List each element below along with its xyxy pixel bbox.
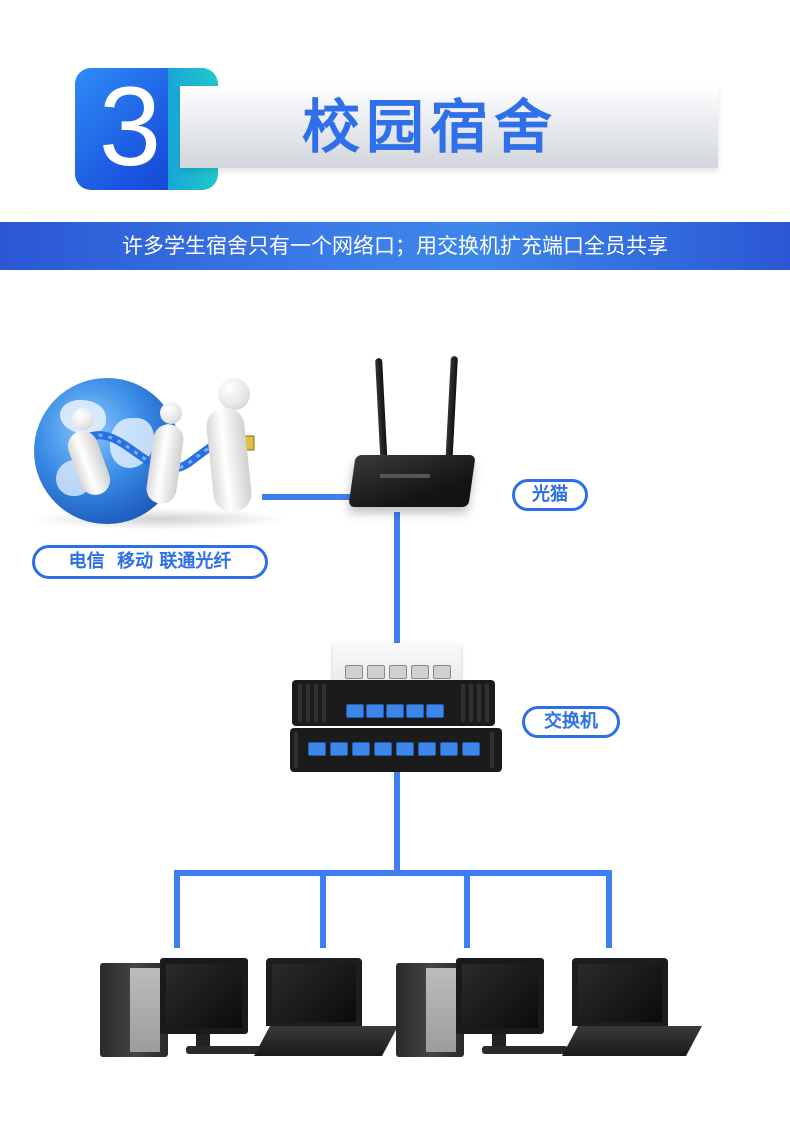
router-lights (380, 474, 430, 478)
isp-label: 电信 移动 联通光纤 (32, 545, 268, 579)
page-title: 校园宿舍 (301, 93, 558, 161)
tower-front-panel (426, 968, 456, 1052)
monitor-screen (462, 964, 538, 1028)
line-modem-to-switch (394, 512, 400, 646)
antenna (375, 357, 388, 471)
router-icon (348, 455, 476, 507)
subtitle-text: 许多学生宿舍只有一个网络口；用交换机扩充端口全员共享 (122, 234, 668, 258)
switch-8-port (290, 728, 502, 772)
monitor-stand (196, 1034, 210, 1046)
modem-label: 光猫 (512, 479, 588, 511)
line-drop-1 (174, 870, 180, 948)
switch-mid (292, 680, 495, 726)
line-drop-4 (606, 870, 612, 948)
laptop-screen (272, 964, 356, 1022)
laptop-screen (578, 964, 662, 1022)
laptop-base (562, 1026, 702, 1056)
line-isp-to-modem (262, 494, 360, 500)
subtitle-banner (0, 222, 790, 270)
title-bar (180, 86, 718, 168)
line-horizontal-bus (174, 870, 612, 876)
laptop-base (254, 1026, 398, 1056)
tower-front-panel (130, 968, 160, 1052)
monitor-stand (492, 1034, 506, 1046)
antenna (445, 355, 458, 469)
line-drop-2 (320, 870, 326, 948)
keyboard (186, 1046, 272, 1054)
figure-head (160, 402, 182, 424)
step-number: 3 (98, 64, 162, 189)
figure-head (72, 408, 94, 430)
monitor-screen (166, 964, 242, 1028)
line-drop-3 (464, 870, 470, 948)
switch-label: 交换机 (522, 706, 620, 738)
figure-head (218, 378, 250, 410)
keyboard (482, 1046, 568, 1054)
line-switch-down (394, 772, 400, 874)
